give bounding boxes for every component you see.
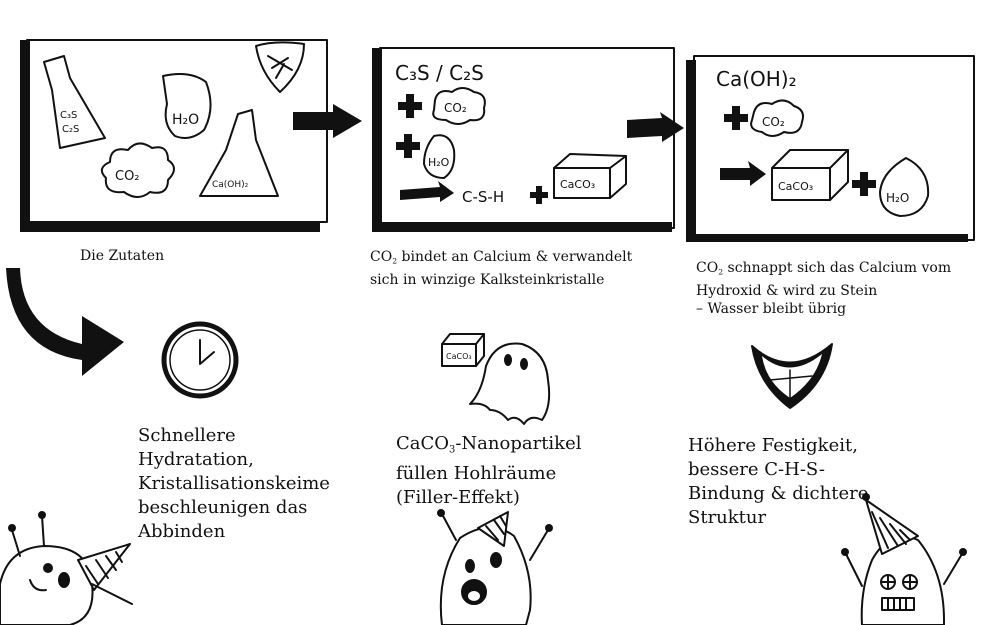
panel3-caption-line1: CO2 schnappt sich das Calcium vom xyxy=(696,260,952,277)
h2o-drop-icon: H₂O xyxy=(423,134,456,179)
flask2-label: Ca(OH)₂ xyxy=(212,180,249,190)
arrow-small-icon xyxy=(720,161,766,186)
effect2-line1: CaCO3-Nanopartikel xyxy=(396,433,582,456)
plus-icon xyxy=(530,186,548,204)
h2o-label-1: H₂O xyxy=(172,112,199,128)
effect2-text: CaCO3-Nanopartikel füllen Hohlräume (Fil… xyxy=(396,433,582,509)
panel1-caption-text: Die Zutaten xyxy=(80,248,165,264)
panel3-title: Ca(OH)₂ xyxy=(716,67,797,91)
flask1-label-2: C₂S xyxy=(62,124,79,135)
h2o-drop-icon: H₂O xyxy=(162,73,212,139)
panel2-caption-line2: sich in winzige Kalksteinkristalle xyxy=(370,271,605,288)
panel2-caption-line1: CO2 bindet an Calcium & verwandelt xyxy=(370,249,633,266)
panel3-caption-line2: Hydroxid & wird zu Stein xyxy=(696,282,878,299)
flask-c3s-c2s-icon: C₃S C₂S xyxy=(43,55,106,149)
party-character-right-icon xyxy=(841,493,967,625)
panel1-caption: Die Zutaten xyxy=(80,247,164,265)
clock-icon xyxy=(161,321,239,399)
co2-cloud-icon: CO₂ xyxy=(100,142,175,198)
flask-caoh2-icon: Ca(OH)₂ xyxy=(199,109,279,197)
effect1-text: Schnellere Hydratation, Kristallisations… xyxy=(138,425,330,542)
plus-icon xyxy=(852,172,876,196)
arrow-right-2-icon xyxy=(627,112,684,142)
h2o-drop-icon: H₂O xyxy=(879,157,930,217)
shield-icon xyxy=(751,343,833,409)
ghost-cube-icon: CaCO₃ xyxy=(441,333,485,367)
ghost-cube-label: CaCO₃ xyxy=(446,352,472,361)
arrow-small-icon xyxy=(400,181,454,202)
panel-2-box xyxy=(372,47,675,232)
party-character-left-icon xyxy=(0,511,133,625)
caco3-cube-icon: CaCO₃ xyxy=(771,149,849,201)
plus-icon xyxy=(724,106,748,130)
co2-label-1: CO₂ xyxy=(115,169,140,184)
ghost-icon xyxy=(469,342,551,425)
shield-sketch-icon xyxy=(255,41,305,93)
arrow-right-1-icon xyxy=(293,104,362,138)
co2-cloud-icon: CO₂ xyxy=(432,87,486,125)
co2-label-2: CO₂ xyxy=(444,101,467,115)
caco3-label-1: CaCO₃ xyxy=(560,178,595,191)
h2o-label-3: H₂O xyxy=(886,191,909,205)
plus-icon xyxy=(396,134,420,158)
caco3-label-2: CaCO₃ xyxy=(778,180,813,193)
effect3-text: Höhere Festigkeit, bessere C-H-S- Bindun… xyxy=(688,435,869,528)
panel2-title: C₃S / C₂S xyxy=(395,61,484,85)
flask1-label-1: C₃S xyxy=(60,110,77,121)
panel2-caption: CO2 bindet an Calcium & verwandelt sich … xyxy=(370,248,632,289)
curved-arrow-down-icon xyxy=(6,268,124,376)
panel3-caption: CO2 schnappt sich das Calcium vom Hydrox… xyxy=(696,259,951,318)
csh-label: C-S-H xyxy=(462,188,504,206)
co2-label-3: CO₂ xyxy=(762,115,785,129)
h2o-label-2: H₂O xyxy=(428,156,450,169)
plus-icon xyxy=(398,94,422,118)
panel3-caption-line3: – Wasser bleibt übrig xyxy=(696,300,847,317)
co2-cloud-icon: CO₂ xyxy=(750,99,804,137)
party-character-middle-icon xyxy=(437,509,553,625)
caco3-cube-icon: CaCO₃ xyxy=(553,153,627,199)
panel-3-box xyxy=(686,55,975,242)
